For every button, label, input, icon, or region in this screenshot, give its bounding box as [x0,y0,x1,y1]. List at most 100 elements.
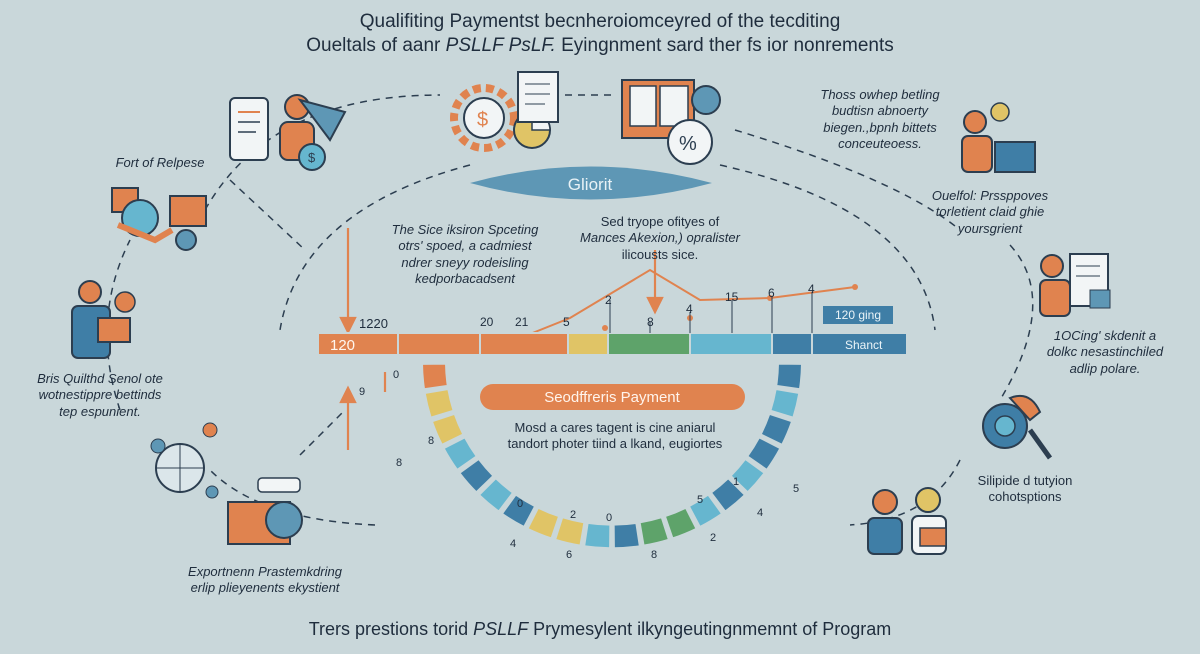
team-icon [867,487,947,555]
timeline-number: 2 [605,293,612,307]
arc-number: 0 [393,369,399,381]
arc-number: 5 [697,494,703,506]
arc-number: 5 [793,483,799,495]
timeline-number: 6 [768,286,775,300]
right-bottom-caption: Silipide d tutyion cohotsptions [977,473,1073,505]
left-bottom-caption: Exportnenn Prastemkdring erlip plieyenen… [188,564,342,596]
timeline-number: 21 [515,315,529,329]
bar-segment [397,332,481,356]
title-line-1: Qualifiting Paymentst becnheroiomceyred … [359,11,841,32]
book-icon [621,79,721,139]
arc-number: 6 [566,549,572,561]
arc-segment [612,521,641,550]
gear-dollar-icon: $ [450,84,518,152]
arc-number: 2 [570,509,576,521]
phone-checklist-icon [229,97,269,161]
arc-number: 0 [606,512,612,524]
mid-caption: Sed tryope ofityes of Mances Akexion,) o… [580,214,740,262]
svg-text:$: $ [308,150,316,165]
bar-start-label: 120 [330,337,355,354]
arc-number: 4 [510,538,516,550]
bar-right-label: Shanct [845,338,883,352]
payment-pill [480,384,745,410]
payment-pill-label: Seodffreris Payment [544,389,680,406]
arrow-up-left-head [339,385,357,404]
arc-segment [687,493,724,529]
bar-segment [479,332,569,356]
connector-arrow-left [229,179,306,251]
bar-top-number: 1220 [359,316,388,331]
arc-segment [457,457,495,494]
arc-segment [500,493,537,529]
arc-segment [423,387,455,420]
arc-segment [420,362,449,391]
center-banner-label: Gliorit [568,175,613,194]
oval-left-arc [279,164,471,331]
right-low-caption: 1OCing' skdenit a dolkc nesastinchiled a… [1046,328,1164,376]
percent-icon: % [667,119,713,165]
bar-segment [771,332,813,356]
connector-top-left [204,94,441,211]
arc-segment [638,515,671,547]
arc-segment [553,515,586,547]
arc-number: 2 [710,532,716,544]
svg-text:$: $ [477,109,488,131]
arc-segment [583,521,612,550]
bar-segment [607,332,691,356]
arc-gauge [420,362,804,550]
timeline-number: 4 [808,282,815,296]
laptop-person-icon [227,477,303,545]
arc-number: 8 [651,549,657,561]
arc-segment [430,412,465,447]
arc-segment [775,362,804,391]
coin-person-icon: $ [279,94,347,171]
connector-bottom-left [209,469,376,526]
document-icon [517,71,559,123]
timeline-number: 4 [686,302,693,316]
counter-label: 120 ging [835,308,881,322]
arc-segment [526,506,561,540]
connector-arrow-low [299,409,346,456]
bar-segment [811,332,908,356]
timeline-number: 5 [563,315,570,329]
left-mid-caption: The Sice iksiron Spceting otrs' spoed, a… [391,222,539,286]
arc-number: 8 [396,457,402,469]
arc-segment [729,457,767,494]
arc-number: 4 [757,507,763,519]
arc-segment [663,506,698,540]
connector-right [999,244,1034,401]
arc-number: 0 [517,498,523,510]
timeline-number: 20 [480,315,494,329]
arc-segment [477,476,515,513]
payment-caption: Mosd a cares tagent is cine aniarul tand… [507,420,723,452]
right-top-caption: Thoss owhep betling budtisn abnoerty bie… [820,87,940,151]
person-checklist-icon [1039,253,1111,317]
right-mid-caption: Ouelfol: Prssppoves torletient claid ghi… [931,188,1049,236]
trend-dot [602,325,608,331]
trend-dot [852,284,858,290]
left-mid-caption-block: Bris Quilthd Senol ote wotnestippre bett… [37,371,163,419]
arc-number: 9 [359,386,365,398]
arc-segment [759,412,794,447]
footer-title: Trers prestions torid PSLLF Prymesylent … [308,619,892,639]
bar-segment [689,332,773,356]
arrow-down-mid-head [646,296,664,315]
counter-box [821,304,895,326]
connector-bottom-right [849,459,961,526]
arc-number: 8 [428,435,434,447]
center-banner [470,166,712,200]
arc-segment [769,387,801,420]
arc-segment [709,476,747,513]
arc-number: 1 [733,476,739,488]
trend-line [484,268,856,353]
magnifier-tool-icon [982,394,1053,460]
arc-segment [745,435,782,472]
person-laptop-icon [961,102,1036,173]
arrow-down-left-head [339,316,357,335]
timeline-number: 15 [725,290,739,304]
left-top-caption: Fort of Relpese [115,155,205,170]
timeline-number: 8 [647,315,654,329]
person-book-icon [71,280,136,359]
arc-segment [442,435,479,472]
